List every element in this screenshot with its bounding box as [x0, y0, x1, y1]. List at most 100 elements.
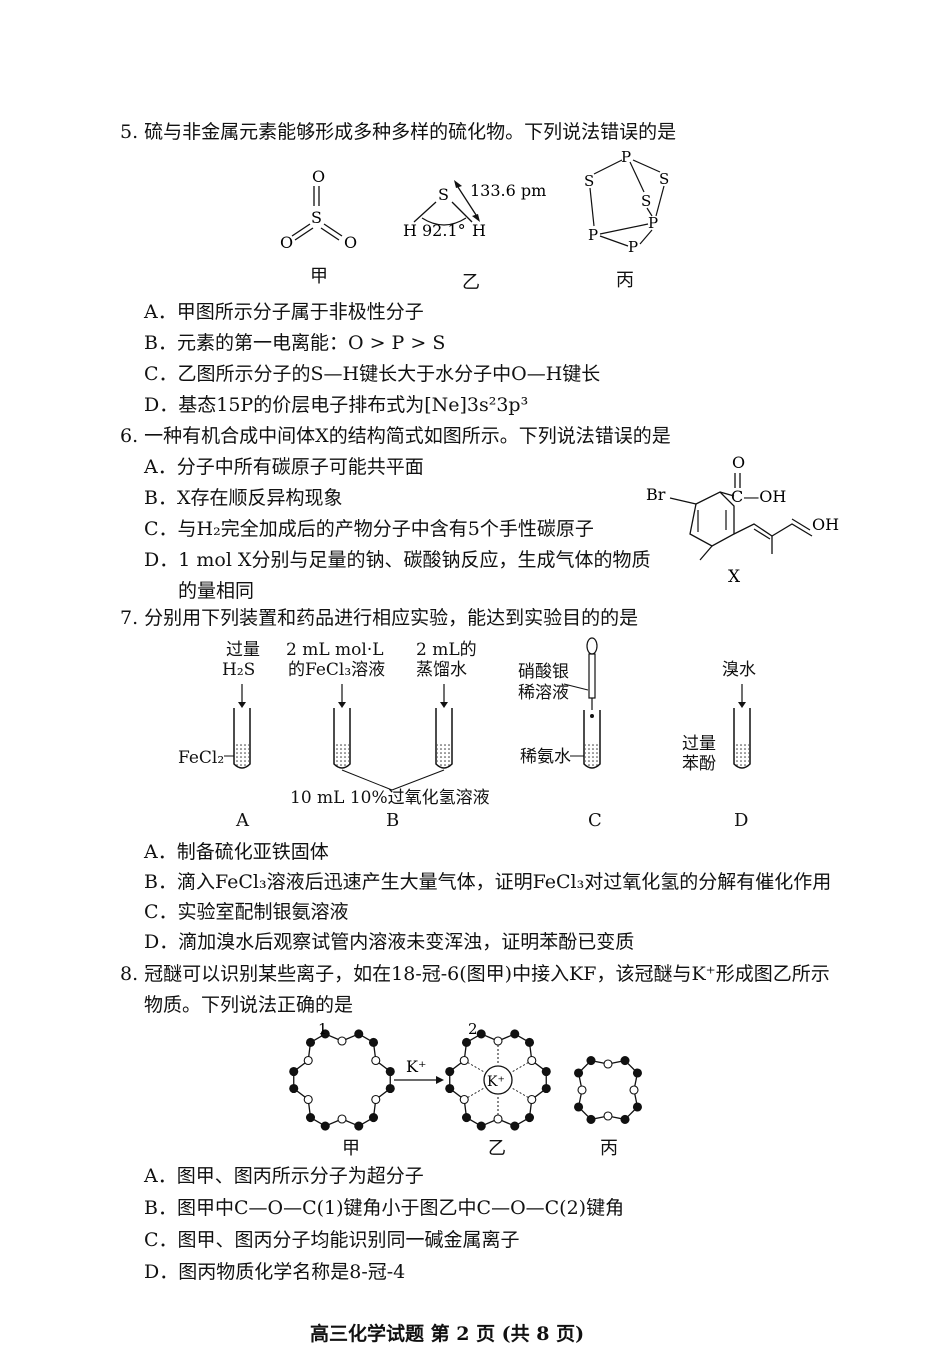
svg-text:O: O [732, 453, 745, 472]
svg-text:S: S [438, 185, 449, 204]
q7-b-bottom: 10 mL 10%过氧化氢溶液 [290, 788, 490, 808]
q7-d-top: 溴水 [722, 660, 756, 680]
so3-structure: O S O O [280, 167, 357, 252]
q8-option-a: A．图甲、图丙所示分子为超分子 [144, 1165, 424, 1187]
k-ion-label: K⁺ [487, 1074, 505, 1090]
carbon-atom [620, 1056, 630, 1066]
carbon-atom [320, 1121, 330, 1131]
q7-b-top2-line2: 蒸馏水 [416, 660, 467, 680]
q7-a-top1: 过量 [226, 640, 260, 660]
q7-letter-b: B [386, 810, 400, 831]
q7-letter-d: D [734, 810, 749, 831]
carbon-atom [586, 1056, 596, 1066]
carbon-atom [368, 1112, 379, 1123]
q5-label-bing: 丙 [616, 270, 634, 291]
svg-text:P: P [648, 214, 658, 232]
oxygen-atom [603, 1111, 613, 1121]
q6-option-d-cont: 的量相同 [178, 580, 255, 602]
oxygen-atom [303, 1055, 313, 1066]
oxygen-atom [371, 1094, 381, 1105]
oxygen-atom [303, 1094, 313, 1105]
carbon-atom [354, 1029, 364, 1039]
svg-text:S: S [584, 172, 594, 190]
q7-option-c: C．实验室配制银氨溶液 [144, 901, 349, 923]
q6-option-a: A．分子中所有碳原子可能共平面 [144, 456, 424, 478]
crown-ether-diagrams: K⁺ 1 2 K⁺ [289, 1020, 642, 1131]
oxygen-atom [527, 1094, 537, 1105]
q6-stem: 6. 一种有机合成中间体X的结构简式如图所示。下列说法错误的是 [120, 425, 671, 447]
oxygen-atom [337, 1114, 347, 1124]
carbon-atom [476, 1029, 486, 1039]
q7-c-top1: 硝酸银 [518, 662, 569, 682]
bond-length-label: 133.6 pm [470, 181, 546, 200]
oxygen-atom [459, 1055, 469, 1066]
carbon-atom [289, 1083, 299, 1094]
carbon-atom [510, 1029, 520, 1039]
carbon-atom [445, 1066, 455, 1077]
q6-option-b: B．X存在顺反异构现象 [144, 487, 343, 509]
svg-text:P: P [628, 238, 638, 256]
q7-option-d: D．滴加溴水后观察试管内溶液未变浑浊，证明苯酚已变质 [144, 931, 635, 953]
oxygen-atom [629, 1085, 639, 1095]
q8-stem-line1: 8. 冠醚可以识别某些离子，如在18-冠-6(图甲)中接入KF，该冠醚与K⁺形成… [120, 963, 830, 985]
q7-b-top1-line1: 2 mL mol·L [286, 640, 384, 660]
carbon-atom [445, 1083, 455, 1094]
q8-label-jia: 甲 [342, 1138, 360, 1159]
svg-text:O: O [280, 233, 293, 252]
bond-angle-label: 92.1° [422, 221, 466, 240]
svg-text:H: H [403, 221, 417, 240]
page-footer: 高三化学试题 第 2 页 (共 8 页) [310, 1323, 585, 1345]
q7-option-a: A．制备硫化亚铁固体 [144, 841, 329, 863]
oxygen-atom [459, 1094, 469, 1105]
ring-mark-2: 2 [468, 1020, 478, 1038]
h2s-structure: S H H 92.1° 133.6 pm [403, 180, 546, 240]
arrow-k-label: K⁺ [406, 1057, 426, 1076]
q7-d-side1: 过量 [682, 734, 716, 754]
q7-b-top2-line1: 2 mL的 [416, 640, 477, 660]
q7-stem: 7. 分别用下列装置和药品进行相应实验，能达到实验目的的是 [120, 607, 639, 629]
carbon-atom [510, 1121, 520, 1131]
svg-text:P: P [588, 226, 598, 244]
experiment-apparatus [224, 637, 751, 791]
oxygen-atom [493, 1114, 503, 1124]
carbon-atom [541, 1066, 551, 1077]
svg-text:C—OH: C—OH [731, 487, 786, 506]
q7-a-side: FeCl₂ [178, 748, 225, 768]
q5-option-c: C．乙图所示分子的S—H键长大于水分子中O—H键长 [144, 363, 601, 385]
q6-option-d: D．1 mol X分别与足量的钠、碳酸钠反应，生成气体的物质 [144, 549, 651, 571]
svg-text:S: S [641, 192, 651, 210]
carbon-atom [574, 1068, 584, 1078]
carbon-atom [289, 1066, 299, 1077]
carbon-atom [305, 1037, 316, 1048]
ring-mark-1: 1 [318, 1020, 328, 1038]
carbon-atom [368, 1037, 379, 1048]
carbon-atom [524, 1112, 535, 1123]
q7-letter-c: C [588, 810, 602, 831]
q5-label-jia: 甲 [310, 266, 328, 287]
q7-b-top1-line2: 的FeCl₃溶液 [288, 660, 386, 680]
q7-option-b: B．滴入FeCl₃溶液后迅速产生大量气体，证明FeCl₃对过氧化氢的分解有催化作… [144, 871, 832, 893]
compound-x-structure: O C—OH Br OH X [646, 453, 839, 587]
q8-option-d: D．图丙物质化学名称是8-冠-4 [144, 1261, 406, 1283]
carbon-atom [524, 1037, 535, 1048]
carbon-atom [385, 1066, 395, 1077]
carbon-atom [461, 1112, 472, 1123]
q7-c-side: 稀氨水 [520, 747, 571, 767]
q5-label-yi: 乙 [462, 272, 480, 293]
carbon-atom [620, 1114, 630, 1124]
svg-text:O: O [344, 233, 357, 252]
svg-text:Br: Br [646, 485, 666, 504]
q8-label-bing: 丙 [600, 1138, 618, 1159]
carbon-atom [586, 1114, 596, 1124]
oxygen-atom [371, 1055, 381, 1066]
carbon-atom [354, 1121, 364, 1131]
q8-option-c: C．图甲、图丙分子均能识别同一碱金属离子 [144, 1229, 520, 1251]
svg-text:H: H [472, 221, 486, 240]
q7-a-top2: H₂S [222, 660, 256, 680]
svg-text:P: P [621, 148, 631, 166]
carbon-atom [320, 1029, 330, 1039]
carbon-atom [305, 1112, 316, 1123]
q5-option-a: A．甲图所示分子属于非极性分子 [144, 301, 424, 323]
svg-text:O: O [312, 167, 325, 186]
carbon-atom [541, 1083, 551, 1094]
